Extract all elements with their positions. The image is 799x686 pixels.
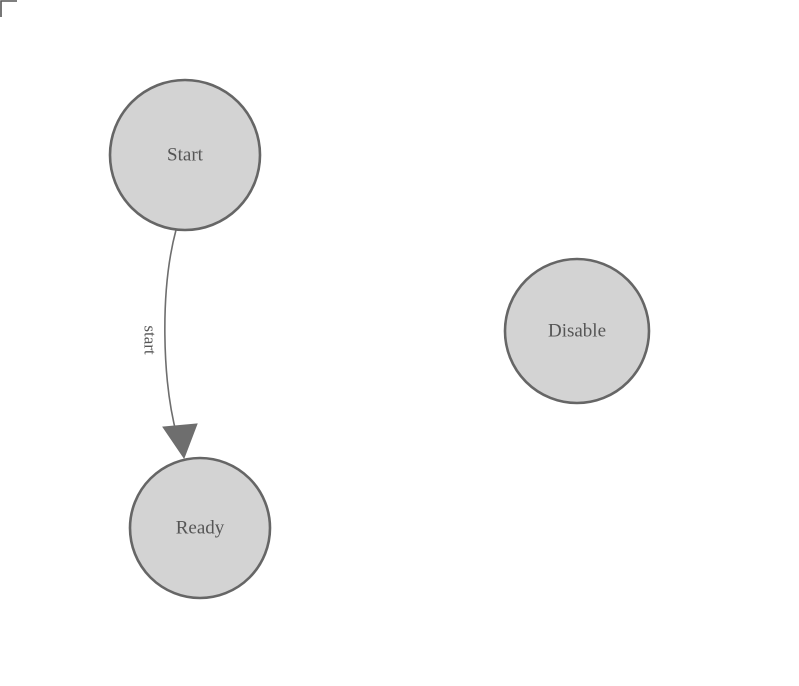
top-left-corner-bracket-icon [0,0,17,17]
node-disable-circle[interactable] [503,257,651,405]
node-ready-circle[interactable] [128,456,272,600]
edge-start-to-ready[interactable]: start [141,229,198,460]
node-ready-label: Ready [176,518,225,539]
edge-start-to-ready-path [164,229,178,437]
edge-start-to-ready-label: start [141,325,160,355]
node-start[interactable]: Start [108,78,262,232]
node-ready[interactable]: Ready [128,456,272,600]
node-disable-label: Disable [548,321,606,342]
node-start-label: Start [167,145,204,166]
edge-start-to-ready-arrowhead-icon [162,423,198,460]
node-disable[interactable]: Disable [503,257,651,405]
node-start-circle[interactable] [108,78,262,232]
